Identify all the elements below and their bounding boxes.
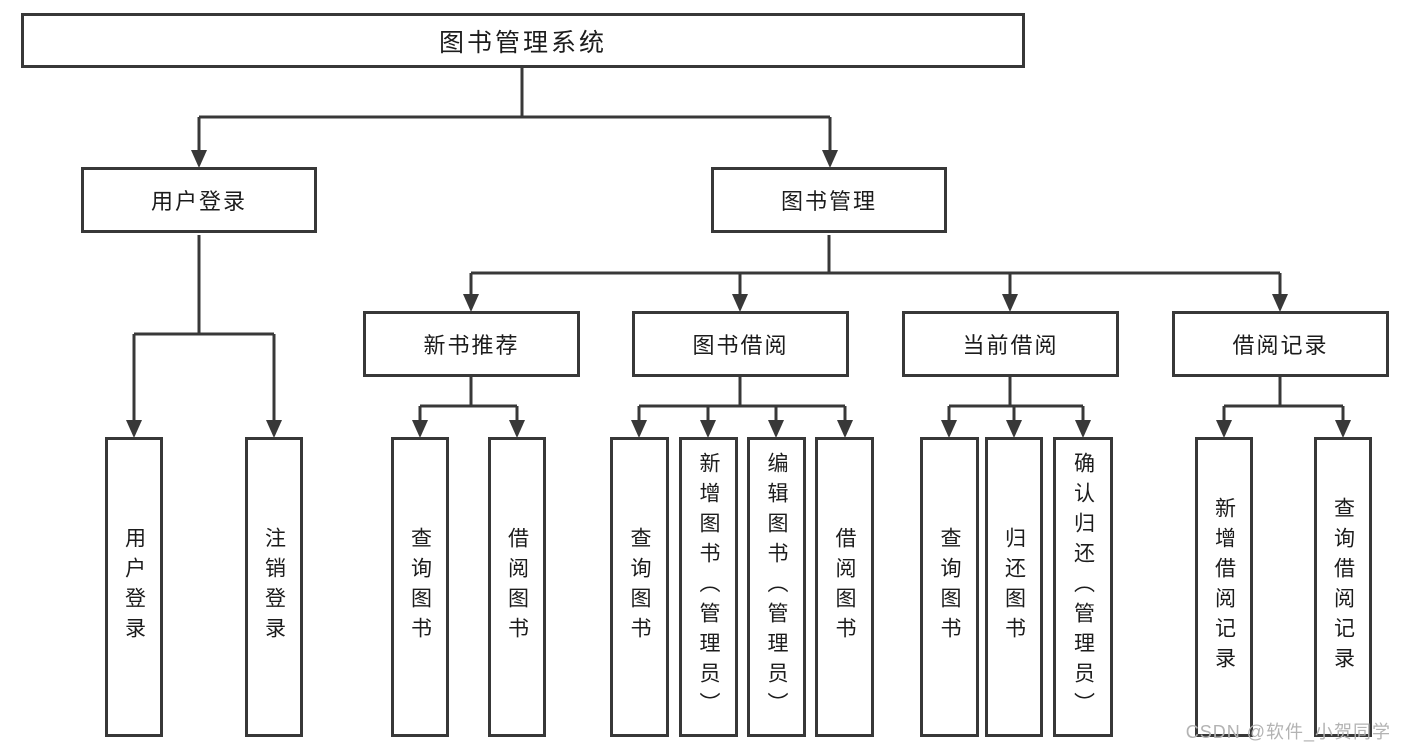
leaf-borrow-books-recommend: 借阅图书: [488, 437, 546, 737]
node-borrow-records: 借阅记录: [1172, 311, 1389, 377]
leaf-confirm-return-admin: 确认归还（管理员）: [1053, 437, 1113, 737]
arrowheads: [126, 150, 1351, 438]
leaf-add-borrow-record: 新增借阅记录: [1195, 437, 1253, 737]
leaf-return-books: 归还图书: [985, 437, 1043, 737]
leaf-edit-books-admin: 编辑图书（管理员）: [747, 437, 806, 737]
node-user-login: 用户登录: [81, 167, 317, 233]
node-book-management: 图书管理: [711, 167, 947, 233]
leaf-user-login: 用户登录: [105, 437, 163, 737]
node-current-borrow: 当前借阅: [902, 311, 1119, 377]
leaf-query-books-current: 查询图书: [920, 437, 979, 737]
leaf-logout: 注销登录: [245, 437, 303, 737]
node-new-book-recommend: 新书推荐: [363, 311, 580, 377]
leaf-borrow-books: 借阅图书: [815, 437, 874, 737]
leaf-query-books-borrow: 查询图书: [610, 437, 669, 737]
leaf-query-borrow-record: 查询借阅记录: [1314, 437, 1372, 737]
leaf-query-books-recommend: 查询图书: [391, 437, 449, 737]
csdn-watermark: CSDN @软件_小贺同学: [1185, 722, 1391, 742]
leaf-add-books-admin: 新增图书（管理员）: [679, 437, 738, 737]
node-root-system: 图书管理系统: [21, 13, 1025, 68]
node-book-borrow: 图书借阅: [632, 311, 849, 377]
